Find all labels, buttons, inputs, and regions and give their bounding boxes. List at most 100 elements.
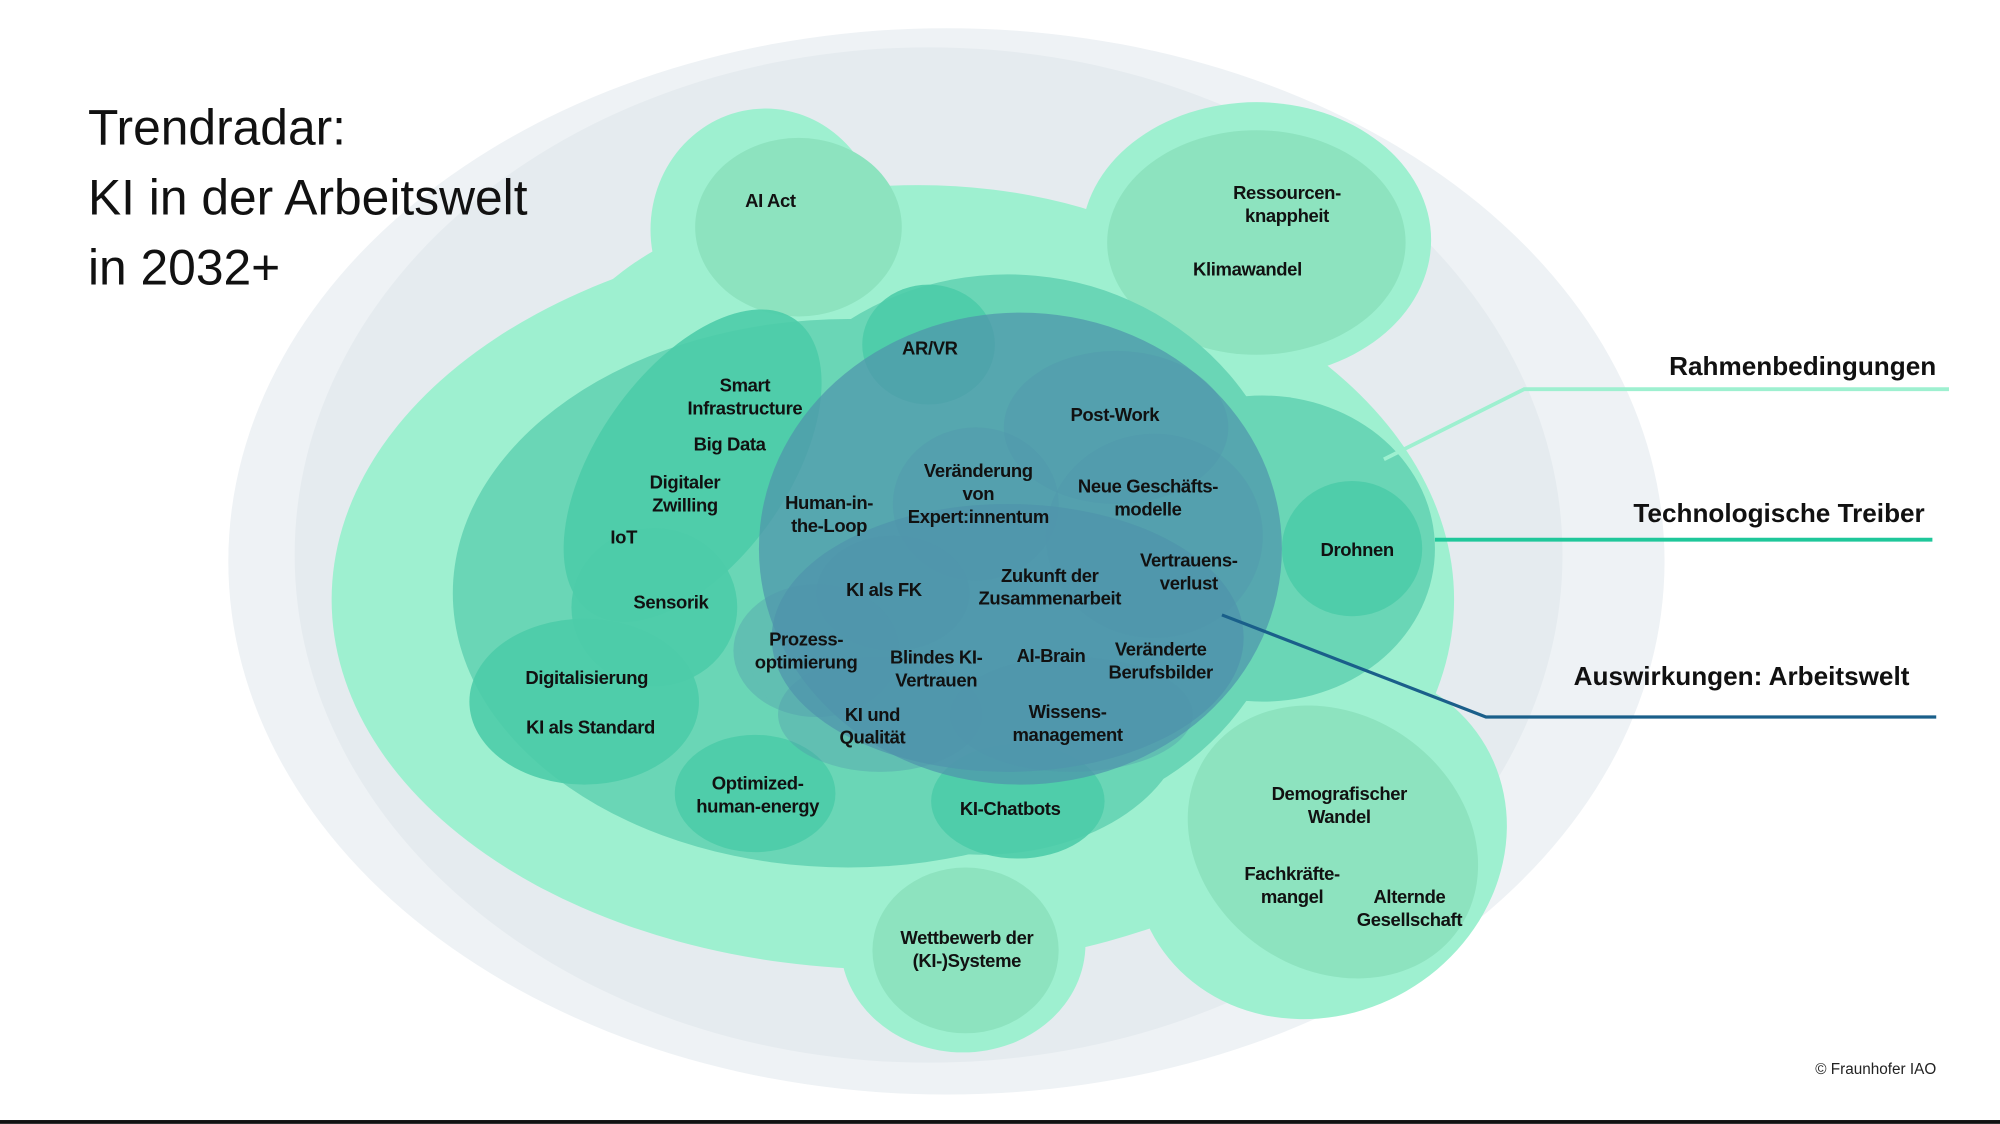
trend-label-ai-act: AI Act — [745, 190, 796, 211]
trend-label-line: Gesellschaft — [1357, 909, 1463, 930]
title-line: in 2032+ — [88, 240, 280, 296]
trend-label-line: Prozess- — [769, 629, 843, 650]
trend-label-line: KI-Chatbots — [960, 798, 1061, 819]
trend-label-line: Vertrauen — [895, 669, 977, 690]
trend-label-vertrauensverlust: Vertrauens-verlust — [1140, 549, 1238, 593]
trend-label-neue-geschaeftsmodelle: Neue Geschäfts-modelle — [1078, 475, 1218, 519]
trend-label-line: Vertrauens- — [1140, 549, 1238, 570]
bubble-demografie — [1187, 705, 1479, 979]
trend-label-line: AR/VR — [902, 338, 958, 359]
title-line: Trendradar: — [88, 99, 346, 155]
trend-label-human-in-the-loop: Human-in-the-Loop — [785, 492, 873, 536]
trend-label-line: Zukunft der — [1001, 565, 1099, 586]
trend-label-line: KI als FK — [846, 579, 923, 600]
trend-label-line: verlust — [1160, 572, 1218, 593]
trend-label-line: modelle — [1114, 498, 1181, 519]
trend-label-line: Klimawandel — [1193, 259, 1302, 280]
trend-label-iot: IoT — [610, 527, 638, 548]
trend-label-line: knappheit — [1245, 205, 1329, 226]
trend-label-line: Post-Work — [1070, 404, 1160, 425]
trend-label-prozessoptimierung: Prozess-optimierung — [755, 629, 858, 673]
title-line: KI in der Arbeitswelt — [88, 169, 528, 225]
bottom-border — [0, 1120, 2000, 1124]
legend-technologische-treiber: Technologische Treiber — [1633, 498, 1924, 528]
trend-label-ki-chatbots: KI-Chatbots — [960, 798, 1061, 819]
trend-label-line: (KI-)Systeme — [913, 950, 1022, 971]
trend-label-line: Expert:innentum — [908, 506, 1049, 527]
trend-label-line: Digitaler — [650, 472, 721, 493]
trend-label-ki-als-standard: KI als Standard — [526, 717, 655, 738]
trend-label-line: Veränderung — [924, 460, 1033, 481]
trend-label-line: Neue Geschäfts- — [1078, 475, 1218, 496]
trend-label-line: Zwilling — [652, 495, 718, 516]
trend-label-optimized-human-energy: Optimized-human-energy — [696, 773, 820, 817]
auswirkungen-layer — [758, 312, 1282, 785]
bubble-digitalisierung — [469, 618, 699, 785]
trend-label-line: Digitalisierung — [525, 667, 648, 688]
trend-label-line: Alternde — [1373, 886, 1445, 907]
bubble-optimized — [674, 734, 836, 853]
trend-label-line: Blindes KI- — [890, 646, 983, 667]
trend-label-sensorik: Sensorik — [633, 592, 709, 613]
trend-label-post-work: Post-Work — [1070, 404, 1160, 425]
trend-label-line: Veränderte — [1115, 639, 1207, 660]
trend-label-line: Human-in- — [785, 492, 873, 513]
trend-label-line: AI Act — [745, 190, 796, 211]
page-title: Trendradar: KI in der Arbeitswelt in 203… — [88, 99, 541, 295]
trend-label-line: Fachkräfte- — [1244, 863, 1340, 884]
treiber-bubbles — [469, 284, 1423, 859]
trend-label-line: Ressourcen- — [1233, 182, 1341, 203]
copyright: © Fraunhofer IAO — [1815, 1061, 1936, 1078]
trend-label-line: IoT — [610, 527, 638, 548]
trend-label-line: von — [962, 483, 994, 504]
trend-label-line: Drohnen — [1320, 539, 1393, 560]
legend-rahmenbedingungen: Rahmenbedingungen — [1669, 351, 1936, 381]
bubble-ai-act — [695, 137, 902, 317]
trend-label-line: Optimized- — [712, 773, 804, 794]
auswirkungen-bubbles — [733, 350, 1263, 772]
bubble-ressourcen — [1107, 130, 1406, 355]
trend-label-drohnen: Drohnen — [1320, 539, 1393, 560]
trend-label-line: mangel — [1261, 886, 1323, 907]
auswirkungen-leader-line — [1221, 613, 1937, 719]
trend-label-ressourcenknappheit: Ressourcen-knappheit — [1233, 182, 1341, 226]
trend-label-ar-vr: AR/VR — [902, 338, 958, 359]
bubble-wettbewerb — [872, 867, 1059, 1034]
rahmen-bubbles — [695, 130, 1479, 1034]
trend-label-line: Smart — [720, 375, 771, 396]
trend-label-line: Wandel — [1308, 806, 1371, 827]
trend-label-klimawandel: Klimawandel — [1193, 259, 1302, 280]
trend-label-line: Sensorik — [633, 592, 709, 613]
trend-label-line: KI als Standard — [526, 717, 655, 738]
bubble-drohnen — [1281, 481, 1423, 617]
trend-label-line: Demografischer — [1272, 783, 1408, 804]
rahmen-leader-line — [1383, 387, 1949, 462]
trend-label-wettbewerb: Wettbewerb der(KI-)Systeme — [900, 927, 1033, 971]
trend-label-line: Infrastructure — [687, 398, 802, 419]
trend-label-line: human-energy — [696, 796, 820, 817]
trend-label-blindes-ki-vertrauen: Blindes KI-Vertrauen — [890, 646, 983, 690]
trend-label-line: AI-Brain — [1017, 645, 1086, 666]
trend-label-wissensmanagement: Wissens-management — [1013, 701, 1123, 745]
trend-label-digitalisierung: Digitalisierung — [525, 667, 648, 688]
trend-label-line: Berufsbilder — [1109, 662, 1213, 683]
trend-label-line: Qualität — [840, 727, 906, 748]
trend-label-line: KI und — [845, 704, 900, 725]
trend-label-line: the-Loop — [791, 515, 867, 536]
trend-label-ai-brain: AI-Brain — [1017, 645, 1086, 666]
trend-labels: AI Act Ressourcen-knappheitKlimawandelAR/… — [525, 182, 1462, 971]
trend-label-line: Wettbewerb der — [900, 927, 1033, 948]
trend-label-ki-als-fk: KI als FK — [846, 579, 923, 600]
trend-label-line: management — [1013, 724, 1123, 745]
legend-auswirkungen: Auswirkungen: Arbeitswelt — [1574, 661, 1910, 691]
trend-label-line: Big Data — [694, 433, 767, 454]
trend-label-line: Wissens- — [1029, 701, 1107, 722]
